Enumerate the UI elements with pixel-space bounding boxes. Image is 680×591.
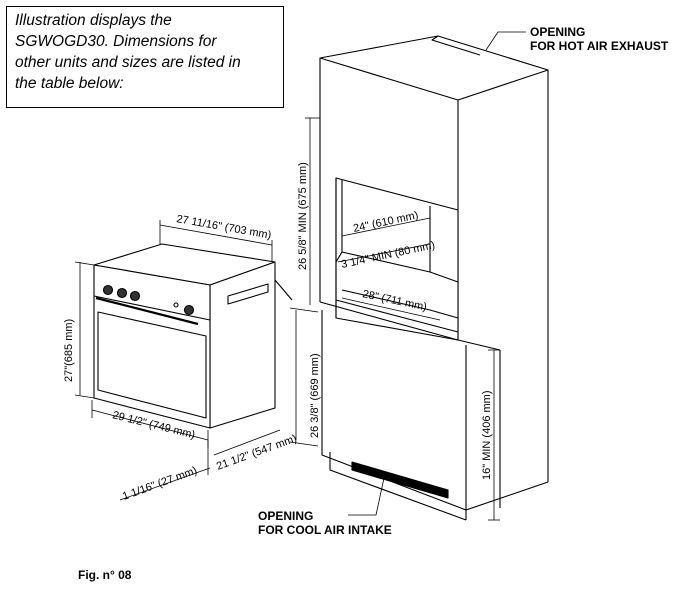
figure-label: Fig. n° 08 — [78, 568, 132, 582]
caption-line-4: the table below: — [15, 75, 124, 92]
oven — [93, 243, 293, 429]
intake-label-line1: OPENING — [258, 509, 313, 523]
dim-oven-depth-top: 27 11/16" (703 mm) — [175, 213, 272, 241]
caption-line-3: other units and sizes are listed in — [15, 54, 241, 71]
dim-trim: 1 1/16" (27 mm) — [121, 465, 199, 503]
intake-label-line2: FOR COOL AIR INTAKE — [258, 523, 392, 537]
dim-cavity-height-min: 26 5/8" MIN (675 mm) — [297, 162, 309, 270]
caption-line-1: Illustration displays the — [15, 12, 172, 29]
exhaust-label-line2: FOR HOT AIR EXHAUST — [530, 39, 669, 53]
dimension-lines — [74, 31, 526, 521]
caption-line-2: SGWOGD30. Dimensions for — [15, 33, 217, 50]
exhaust-label-line1: OPENING — [530, 25, 585, 39]
dim-oven-height: 27"(685 mm) — [63, 319, 75, 382]
cabinet — [319, 35, 549, 521]
dim-cutout-height: 26 3/8" (669 mm) — [309, 353, 321, 438]
caption-box: Illustration displays the SGWOGD30. Dime… — [6, 6, 284, 108]
dim-base-min: 16" MIN (406 mm) — [481, 391, 493, 480]
